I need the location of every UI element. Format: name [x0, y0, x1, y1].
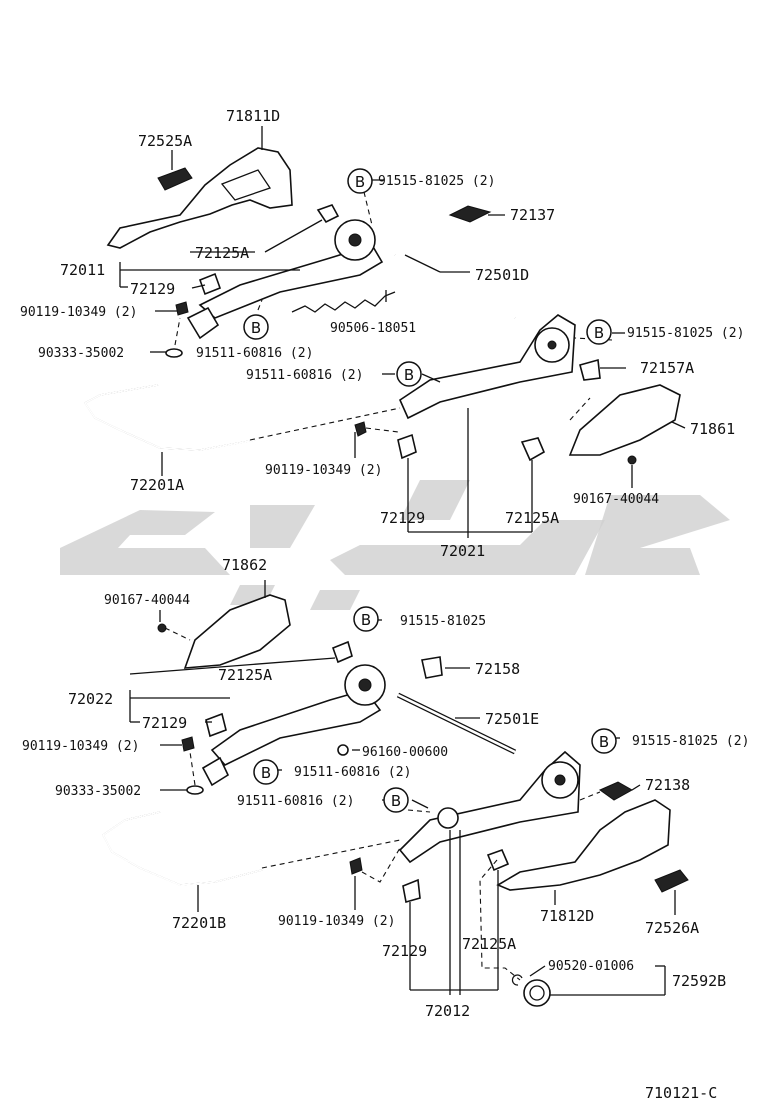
label-91511-a: 91511-60816 (2) [196, 346, 313, 361]
knob-72592b [523, 979, 551, 1007]
label-72525a: 72525A [138, 132, 192, 150]
release-rod-72201a [84, 384, 256, 451]
svg-text:B: B [251, 319, 261, 337]
release-rod-72201b [102, 811, 263, 886]
label-72592b: 72592B [672, 972, 726, 990]
label-91511-b: 91511-60816 (2) [246, 368, 363, 383]
spring-90506-18051 [291, 291, 396, 313]
label-96160: 96160-00600 [362, 745, 448, 760]
svg-text:B: B [261, 764, 271, 782]
part-72137 [448, 205, 492, 223]
svg-text:B: B [594, 324, 604, 342]
seat-track-72021 [398, 314, 576, 420]
label-72021: 72021 [440, 542, 485, 560]
label-90167-a: 90167-40044 [573, 492, 659, 507]
label-72158: 72158 [475, 660, 520, 678]
label-90119-c: 90119-10349 (2) [22, 739, 139, 754]
svg-text:B: B [361, 611, 371, 629]
label-72129-d: 72129 [382, 942, 427, 960]
knob-72526a [654, 869, 689, 893]
label-72129-a: 72129 [130, 280, 175, 298]
label-90119-d: 90119-10349 (2) [278, 914, 395, 929]
part-72157a [579, 358, 601, 381]
svg-text:B: B [391, 792, 401, 810]
label-90520: 90520-01006 [548, 959, 634, 974]
seat-track-72012 [398, 750, 581, 864]
label-72157a: 72157A [640, 359, 694, 377]
callout-b-8: B [383, 787, 409, 813]
label-90333-a: 90333-35002 [38, 346, 124, 361]
label-90119-b: 90119-10349 (2) [265, 463, 382, 478]
bracket-72125a-lower [331, 640, 353, 664]
label-72129-b: 72129 [380, 509, 425, 527]
watermark [60, 480, 730, 610]
label-72129-c: 72129 [142, 714, 187, 732]
callout-b-3: B [586, 319, 612, 345]
cover-71861 [568, 384, 681, 456]
callout-b-6: B [591, 728, 617, 754]
label-90119-a: 90119-10349 (2) [20, 305, 137, 320]
label-72011: 72011 [60, 261, 105, 279]
label-72501d: 72501D [475, 266, 529, 284]
washer-90333-lower [186, 785, 204, 795]
bracket-72125a-right [520, 437, 546, 462]
part-72138 [598, 781, 634, 801]
svg-text:B: B [404, 366, 414, 384]
callout-b-5: B [353, 606, 379, 632]
label-91515-d: 91515-81025 (2) [632, 734, 749, 749]
leader-lines [119, 126, 686, 996]
label-72125a-b: 72125A [505, 509, 559, 527]
label-72125a-a: 72125A [195, 244, 249, 262]
knob-72525a [157, 167, 193, 191]
seat-track-cover-71811d [106, 147, 293, 249]
label-91515-top: 91515-81025 (2) [378, 174, 495, 189]
label-71861: 71861 [690, 420, 735, 438]
bracket-72125a-d [486, 848, 510, 872]
washer-90333-upper [165, 348, 183, 358]
cover-71812d [496, 799, 671, 891]
label-72138: 72138 [645, 776, 690, 794]
label-72501e: 72501E [485, 710, 539, 728]
label-91511-c: 91511-60816 (2) [294, 765, 411, 780]
clip-72129-d [402, 878, 421, 904]
svg-text:B: B [355, 173, 365, 191]
label-71811d: 71811D [226, 107, 280, 125]
callout-b-7: B [253, 759, 279, 785]
label-72137: 72137 [510, 206, 555, 224]
label-91515-c: 91515-81025 [400, 614, 486, 629]
seat-track-72011 [198, 244, 384, 319]
callout-b-2: B [243, 314, 269, 340]
label-72526a: 72526A [645, 919, 699, 937]
label-72125a-d: 72125A [462, 935, 516, 953]
clip-72129-upper [198, 272, 222, 296]
clip-72129-lower [205, 712, 227, 738]
label-diagram-code: 710121-C [645, 1084, 717, 1102]
label-91511-d: 91511-60816 (2) [237, 794, 354, 809]
label-72022: 72022 [68, 690, 113, 708]
part-labels: 71811D 72525A 91515-81025 (2) 72137 7212… [20, 107, 749, 1102]
label-90333-b: 90333-35002 [55, 784, 141, 799]
label-91515-mid: 91515-81025 (2) [627, 326, 744, 341]
seat-track-72022 [210, 689, 382, 766]
clip-72129-right [397, 433, 417, 460]
label-72125a-c: 72125A [218, 666, 272, 684]
label-71812d: 71812D [540, 907, 594, 925]
label-90506: 90506-18051 [330, 321, 416, 336]
callout-b-1: B [347, 168, 373, 194]
label-72012: 72012 [425, 1002, 470, 1020]
callout-b-4: B [396, 361, 422, 387]
bracket-72125a-upper [316, 204, 340, 224]
cover-71862 [183, 594, 291, 669]
label-72201a: 72201A [130, 476, 184, 494]
label-72201b: 72201B [172, 914, 226, 932]
label-71862: 71862 [222, 556, 267, 574]
nut-96160 [337, 744, 349, 756]
svg-text:B: B [599, 733, 609, 751]
part-72158 [421, 656, 443, 679]
label-90167-b: 90167-40044 [104, 593, 190, 608]
